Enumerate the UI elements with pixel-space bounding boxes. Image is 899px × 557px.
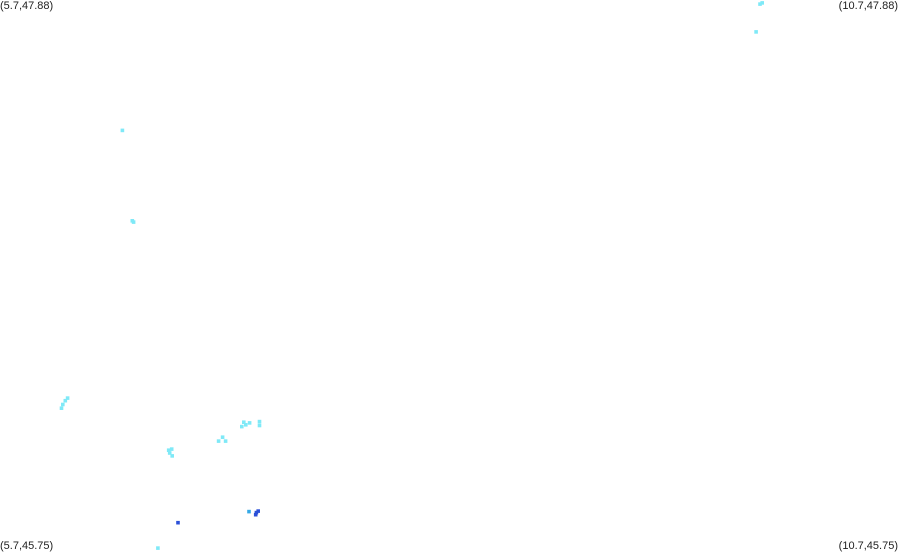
map-point xyxy=(156,546,160,550)
corner-label-bottom-left: (5.7,45.75) xyxy=(0,540,54,552)
map-point xyxy=(754,30,758,34)
map-point xyxy=(253,512,258,517)
map-point xyxy=(247,509,251,514)
corner-label-top-right: (10.7,47.88) xyxy=(838,0,898,12)
map-point xyxy=(257,423,262,428)
map-point xyxy=(170,454,174,458)
map-point xyxy=(176,520,180,525)
map-point xyxy=(65,396,70,400)
map-point xyxy=(216,439,221,443)
map-point xyxy=(63,398,68,403)
map-point xyxy=(223,439,228,443)
map-point xyxy=(169,447,174,451)
map-point xyxy=(257,419,262,424)
map-point xyxy=(244,423,248,427)
map-point xyxy=(760,1,764,5)
map-point xyxy=(167,451,172,455)
map-point xyxy=(61,402,65,407)
map-point xyxy=(220,435,225,439)
map-point xyxy=(247,421,252,425)
map-point xyxy=(256,509,260,513)
corner-label-bottom-right: (10.7,45.75) xyxy=(838,540,898,552)
map-point xyxy=(130,219,135,223)
map-point xyxy=(240,424,244,429)
map-point xyxy=(758,2,762,6)
map-point xyxy=(242,420,246,424)
map-point xyxy=(59,406,64,410)
map-point xyxy=(120,128,125,133)
corner-label-top-left: (5.7,47.88) xyxy=(0,0,54,12)
map-point xyxy=(166,448,171,452)
